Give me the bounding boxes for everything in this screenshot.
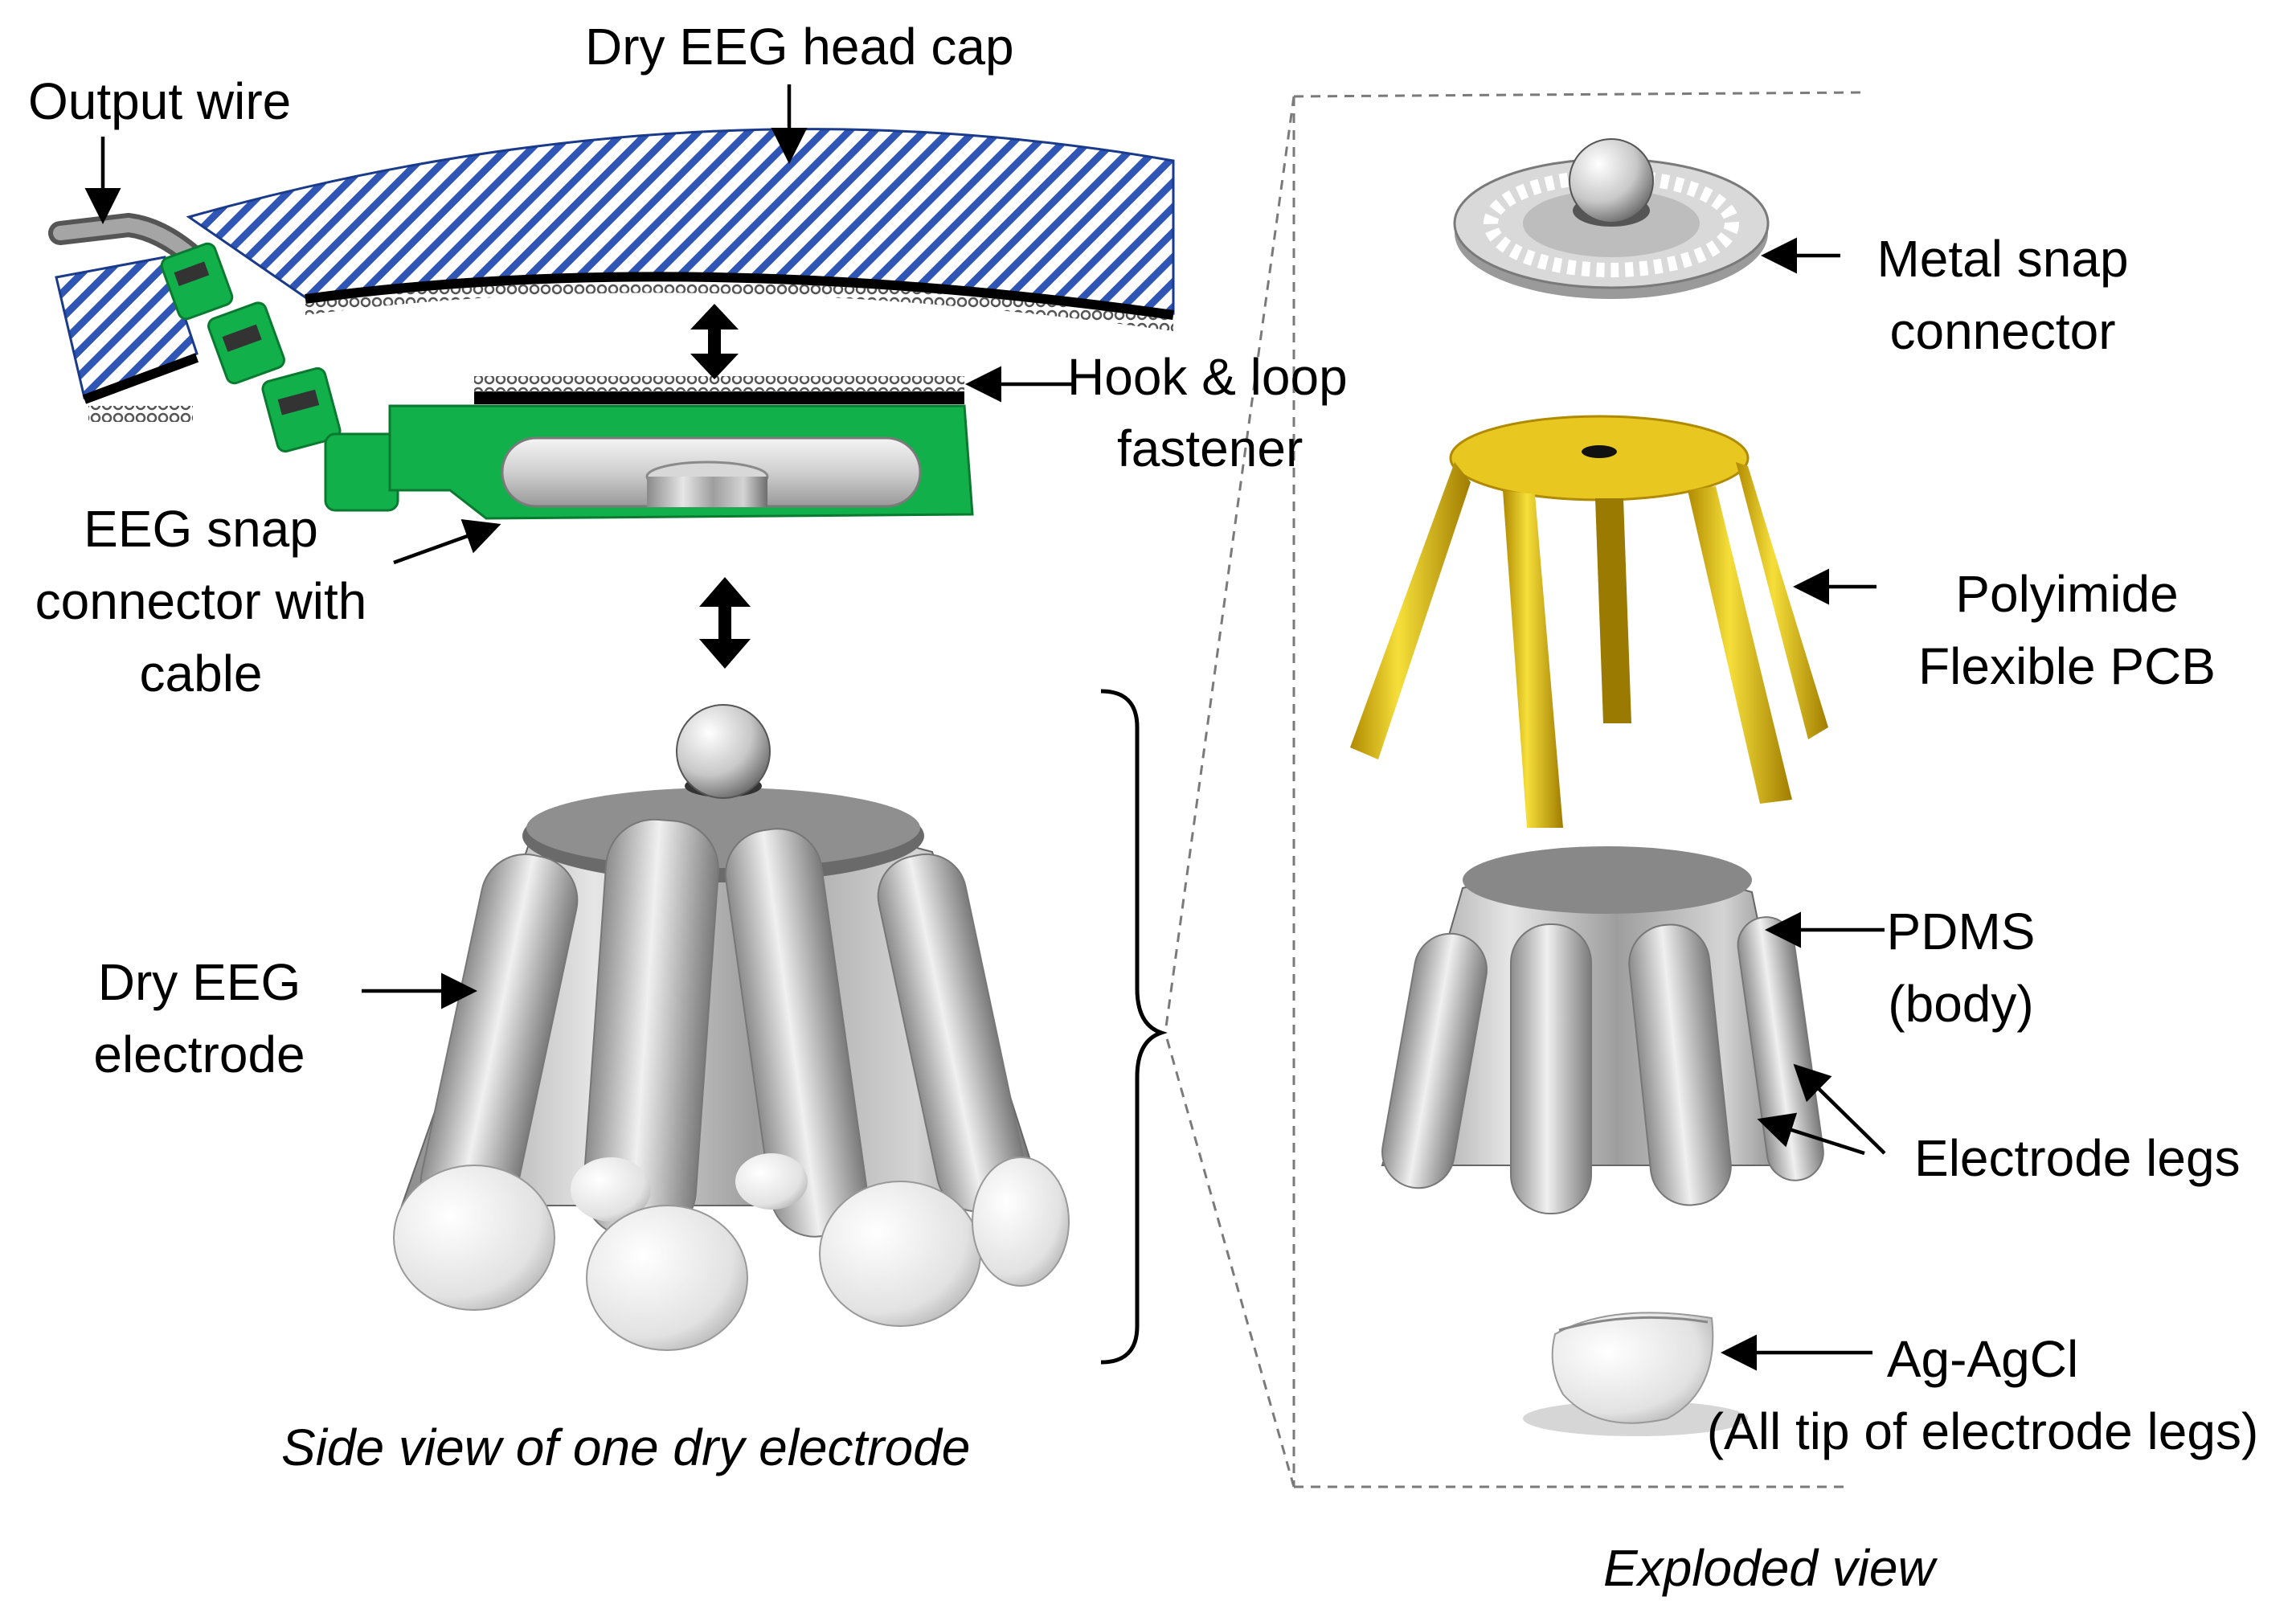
label-snap-connector: EEG snap: [84, 500, 318, 558]
label-ag-agcl: (All tip of electrode legs): [1706, 1402, 2259, 1460]
label-electrode-legs: Electrode legs: [1914, 1129, 2241, 1187]
label-metal-snap: Metal snap: [1876, 230, 2129, 288]
head-cap: [55, 128, 1175, 422]
label-pdms: (body): [1888, 975, 2034, 1033]
label-polyimide-pcb: Flexible PCB: [1918, 637, 2216, 695]
snap-cable: [160, 242, 399, 512]
label-dry-electrode: Dry EEG: [97, 953, 301, 1011]
label-polyimide-pcb: Polyimide: [1955, 565, 2179, 623]
dry-eeg-electrode: [393, 704, 1070, 1351]
label-head-cap: Dry EEG head cap: [585, 18, 1014, 76]
pdms-body: [1381, 846, 1824, 1214]
exploded-frame: [1164, 91, 1865, 1488]
label-snap-connector: cable: [139, 645, 263, 702]
label-hook-loop: fastener: [1117, 420, 1304, 477]
pointer-arrows: [84, 84, 1886, 1371]
label-output-wire: Output wire: [28, 72, 292, 130]
ag-agcl-tip: [1523, 1312, 1748, 1436]
metal-snap-connector: [1453, 138, 1770, 299]
group-brace: [1100, 689, 1168, 1365]
attach-arrow-bottom: [699, 577, 751, 669]
label-pdms: PDMS: [1886, 903, 2036, 960]
label-snap-connector: connector with: [35, 572, 367, 630]
label-hook-loop: Hook & loop: [1067, 348, 1348, 406]
eeg-snap-connector: [388, 376, 974, 520]
polyimide-flexible-pcb: [1350, 415, 1828, 828]
label-ag-agcl: Ag-AgCl: [1886, 1330, 2079, 1388]
caption-exploded-view: Exploded view: [1603, 1539, 1935, 1597]
attach-arrow-top: [690, 304, 739, 379]
caption-side-view: Side view of one dry electrode: [281, 1419, 971, 1476]
label-metal-snap: connector: [1889, 302, 2116, 360]
label-dry-electrode: electrode: [93, 1026, 305, 1083]
